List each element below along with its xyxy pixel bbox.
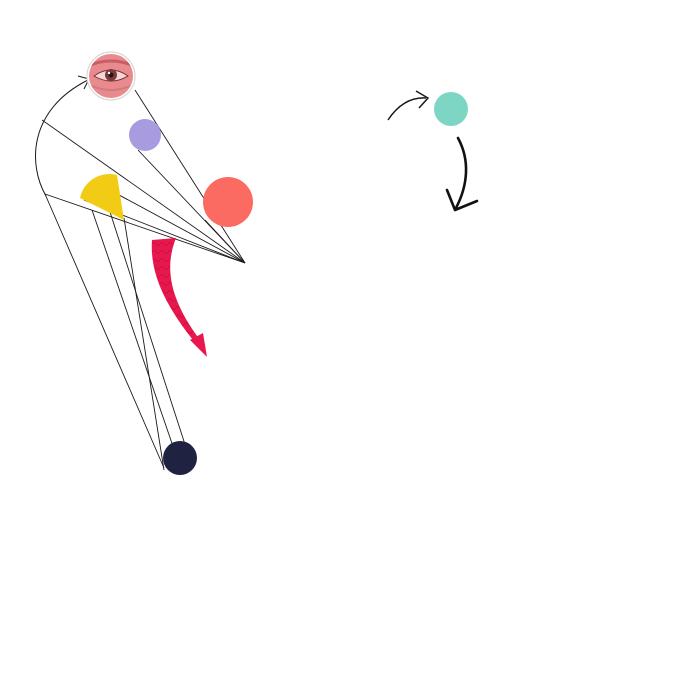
eye-circle — [86, 51, 136, 101]
line-coral-to-point — [204, 219, 246, 264]
line-cross-to-navy — [109, 211, 191, 461]
yellow-half-circle — [80, 174, 124, 220]
coral-circle — [203, 177, 253, 227]
curved-arrow-to-eye — [35, 79, 89, 197]
down-curved-arrow — [454, 136, 468, 210]
small-curved-arrow-to-teal-head — [415, 90, 430, 109]
line-eye-to-point — [134, 89, 246, 264]
teal-circle — [434, 92, 468, 126]
red-textured-arrow — [151, 238, 207, 357]
line-yellow-to-navy-a — [91, 209, 178, 459]
small-curved-arrow-to-teal — [387, 97, 427, 121]
down-curved-arrow-head — [445, 188, 479, 212]
line-left-to-point — [44, 193, 246, 264]
navy-circle — [163, 441, 197, 475]
line-top-to-point — [41, 119, 246, 264]
line-left-to-navy — [44, 193, 165, 469]
construction-lines — [41, 89, 246, 471]
lavender-circle — [129, 119, 161, 151]
line-yellow-to-navy-b — [123, 217, 165, 471]
